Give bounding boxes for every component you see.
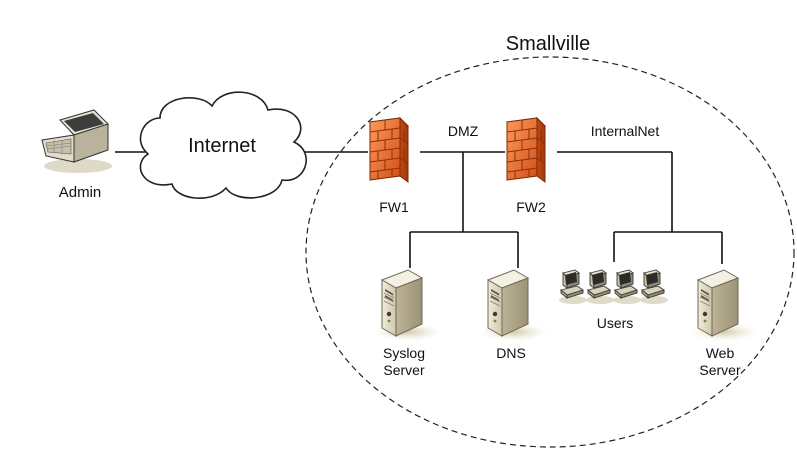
firewall-icon bbox=[506, 117, 546, 183]
fw2-label: FW2 bbox=[516, 199, 546, 215]
dns-label: DNS bbox=[496, 345, 526, 361]
workstation-icon bbox=[585, 269, 615, 305]
web-label-line2: Server bbox=[699, 362, 741, 378]
workstation-icon bbox=[612, 269, 642, 305]
cloud-icon bbox=[139, 91, 307, 199]
laptop-icon bbox=[41, 109, 112, 173]
network-links bbox=[115, 151, 723, 268]
fw1-label: FW1 bbox=[379, 199, 409, 215]
smallville-boundary bbox=[305, 56, 795, 448]
admin-label: Admin bbox=[59, 184, 102, 201]
dns-server: DNS bbox=[479, 269, 549, 361]
users-label: Users bbox=[597, 315, 634, 331]
server-icon bbox=[479, 269, 549, 342]
admin-laptop: Admin bbox=[41, 109, 112, 201]
workstation-icon bbox=[639, 269, 669, 305]
network-label-internalnet: InternalNet bbox=[591, 123, 660, 139]
network-label-dmz: DMZ bbox=[448, 123, 479, 139]
workstation-icon bbox=[558, 269, 588, 305]
syslog-label-line1: Syslog bbox=[383, 345, 425, 361]
syslog-label-line2: Server bbox=[383, 362, 425, 378]
diagram-title: Smallville bbox=[506, 33, 590, 55]
internet-label: Internet bbox=[188, 135, 256, 157]
firewall-fw1: FW1 bbox=[369, 117, 409, 215]
web-server: Web Server bbox=[689, 269, 759, 378]
firewall-icon bbox=[369, 117, 409, 183]
users-group: Users bbox=[558, 269, 669, 331]
web-label-line1: Web bbox=[706, 345, 735, 361]
syslog-server: Syslog Server bbox=[373, 269, 443, 378]
internet-cloud: Internet bbox=[139, 91, 307, 199]
firewall-fw2: FW2 bbox=[506, 117, 546, 215]
server-icon bbox=[689, 269, 759, 342]
server-icon bbox=[373, 269, 443, 342]
